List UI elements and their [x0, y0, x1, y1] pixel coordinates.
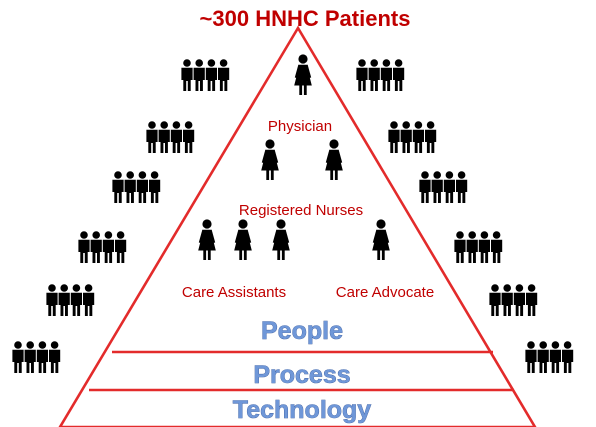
patient-person-icon — [491, 231, 503, 263]
patient-person-icon — [24, 341, 36, 373]
patient-person-icon — [388, 121, 400, 153]
patient-person-icon — [400, 121, 412, 153]
patient-person-icon — [478, 231, 490, 263]
nurse-woman-icon — [325, 139, 343, 180]
patient-person-icon — [431, 171, 443, 203]
patient-person-icon — [58, 284, 70, 316]
care-assistant-woman-icon — [234, 219, 252, 260]
patient-person-icon — [136, 171, 148, 203]
patient-person-icon — [83, 284, 95, 316]
patient-person-icon — [90, 231, 102, 263]
patient-person-icon — [70, 284, 82, 316]
patient-person-icon — [393, 59, 405, 91]
patient-person-icon — [368, 59, 380, 91]
layer-label-technology: Technology — [233, 396, 372, 424]
patient-person-icon — [425, 121, 437, 153]
patient-group-left — [12, 341, 61, 373]
patient-person-icon — [443, 171, 455, 203]
patient-person-icon — [181, 59, 193, 91]
patient-person-icon — [501, 284, 513, 316]
patient-person-icon — [78, 231, 90, 263]
patient-person-icon — [170, 121, 182, 153]
patient-group-left — [46, 284, 95, 316]
patient-person-icon — [456, 171, 468, 203]
layer-label-people: People — [261, 317, 343, 345]
physician-woman-icon — [294, 54, 312, 95]
patient-person-icon — [526, 284, 538, 316]
diagram-title: ~300 HNHC Patients — [200, 6, 411, 31]
patient-person-icon — [412, 121, 424, 153]
patient-group-right — [454, 231, 503, 263]
patient-person-icon — [525, 341, 537, 373]
patient-person-icon — [466, 231, 478, 263]
role-label-registered-nurses: Registered Nurses — [239, 202, 363, 219]
patient-group-right — [419, 171, 468, 203]
patient-person-icon — [149, 171, 161, 203]
patient-person-icon — [356, 59, 368, 91]
pyramid-triangle — [58, 25, 537, 427]
patient-group-right — [356, 59, 405, 91]
patient-person-icon — [49, 341, 61, 373]
patient-person-icon — [218, 59, 230, 91]
patient-group-left — [78, 231, 127, 263]
patient-person-icon — [562, 341, 574, 373]
patient-group-left — [181, 59, 230, 91]
layer-label-process: Process — [253, 361, 350, 389]
care-advocate-woman-icon — [372, 219, 390, 260]
patient-person-icon — [205, 59, 217, 91]
patient-person-icon — [549, 341, 561, 373]
patient-person-icon — [102, 231, 114, 263]
patient-person-icon — [419, 171, 431, 203]
patient-person-icon — [146, 121, 158, 153]
patient-group-left — [146, 121, 195, 153]
patient-person-icon — [46, 284, 58, 316]
role-label-care-assistants: Care Assistants — [182, 284, 286, 301]
patient-person-icon — [454, 231, 466, 263]
care-assistant-woman-icon — [198, 219, 216, 260]
patient-person-icon — [36, 341, 48, 373]
pyramid-outline — [58, 25, 537, 427]
care-assistant-woman-icon — [272, 219, 290, 260]
patient-group-right — [525, 341, 574, 373]
role-label-physician: Physician — [268, 118, 332, 135]
patient-group-right — [489, 284, 538, 316]
patient-person-icon — [124, 171, 136, 203]
patient-person-icon — [115, 231, 127, 263]
patient-group-left — [112, 171, 161, 203]
patient-person-icon — [12, 341, 24, 373]
patient-groups-right — [356, 59, 574, 373]
patient-person-icon — [537, 341, 549, 373]
patient-person-icon — [158, 121, 170, 153]
patient-person-icon — [183, 121, 195, 153]
patient-person-icon — [513, 284, 525, 316]
nurse-woman-icon — [261, 139, 279, 180]
patient-group-right — [388, 121, 437, 153]
patient-person-icon — [193, 59, 205, 91]
patient-person-icon — [380, 59, 392, 91]
role-label-care-advocate: Care Advocate — [336, 284, 434, 301]
patient-person-icon — [112, 171, 124, 203]
patient-person-icon — [489, 284, 501, 316]
